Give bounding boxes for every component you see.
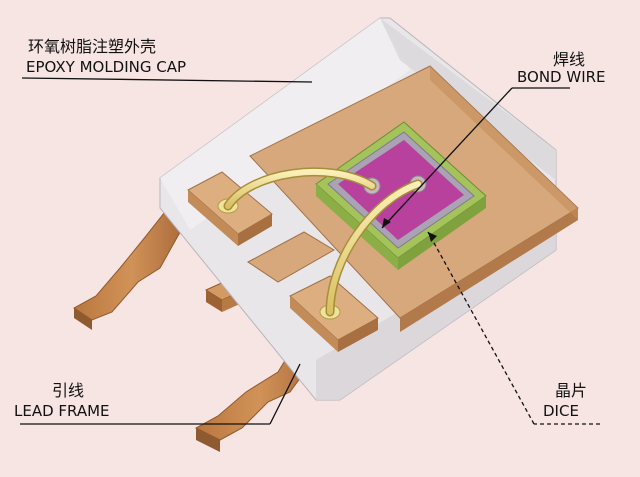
arrowhead-dice (428, 232, 437, 242)
leader-line-lead (269, 363, 301, 425)
label-bond-en: BOND WIRE (517, 68, 606, 86)
label-epoxy-cn: 环氧树脂注塑外壳 (28, 37, 157, 56)
label-lead-cn: 引线 (52, 381, 85, 400)
leader-lines (20, 77, 600, 425)
leader-line-bond (381, 87, 513, 229)
leader-line-dice (427, 231, 535, 425)
bond-wires (223, 167, 423, 317)
leader-line-epoxy (21, 77, 313, 83)
lead-frame-leg-left-upper (73, 207, 189, 330)
label-epoxy-en: EPOXY MOLDING CAP (26, 58, 187, 76)
label-dice-en: DICE (543, 402, 579, 420)
label-bond-cn: 焊线 (553, 50, 586, 69)
label-lead-en: LEAD FRAME (14, 402, 110, 420)
arrowhead-bond-wire (382, 218, 391, 228)
lead-finger-mid (247, 231, 335, 283)
label-dice-cn: 晶片 (555, 381, 588, 400)
